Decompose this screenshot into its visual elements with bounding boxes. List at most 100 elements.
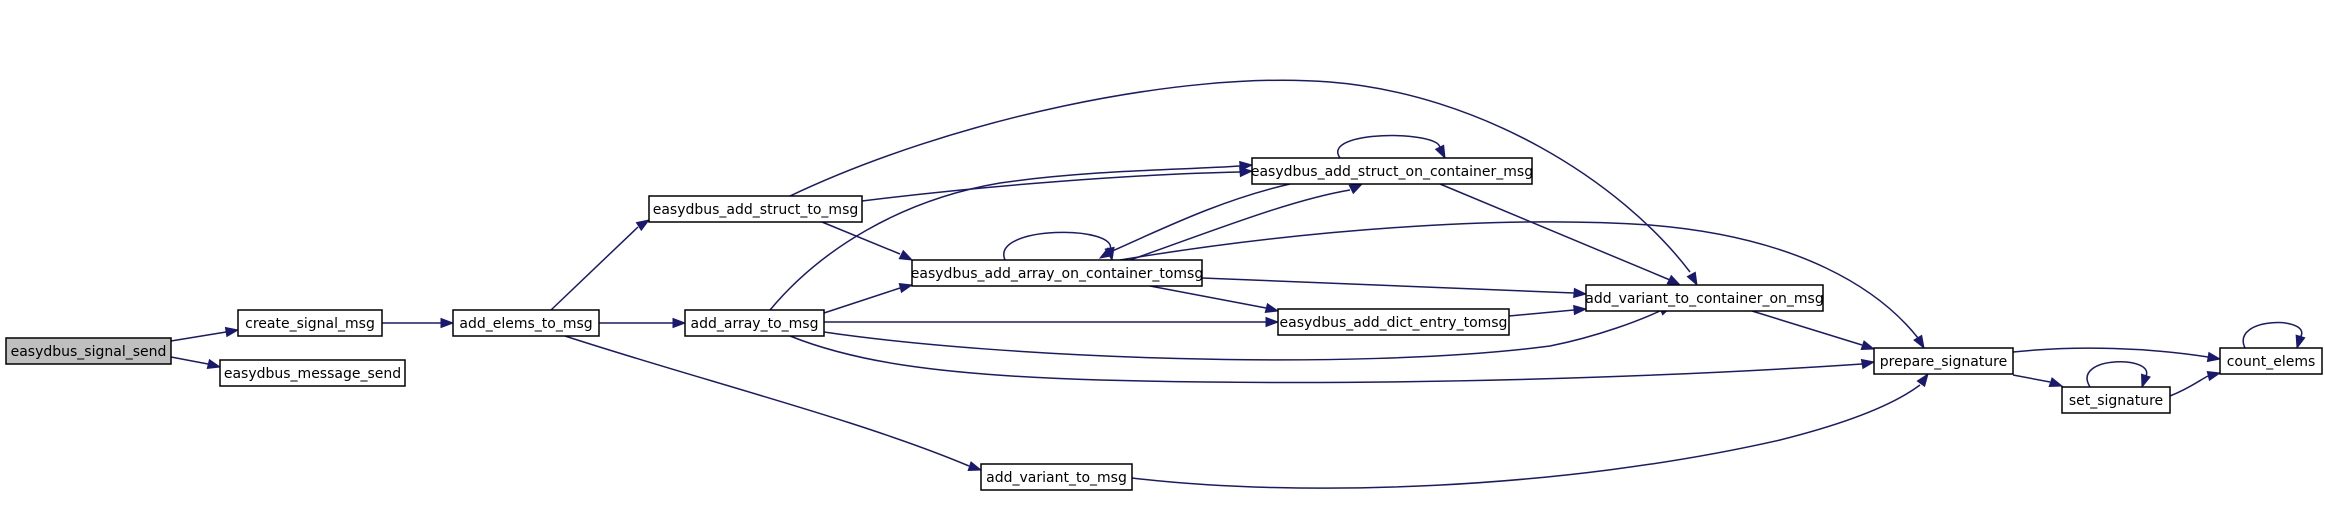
edge-add_struct_on_container_msg-to-add_struct_on_container_msg — [1337, 134, 1446, 160]
arrow-head — [672, 317, 687, 329]
node-box — [1585, 284, 1824, 312]
edge-add_array_to_msg-to-add_dict_entry_tomsg — [824, 316, 1280, 328]
node-box — [2219, 347, 2323, 375]
arrow-head — [1264, 302, 1280, 314]
edge-add_array_to_msg-to-add_struct_on_container_msg — [769, 160, 1254, 311]
node-label: set_signature — [2069, 393, 2163, 409]
node-box — [5, 337, 172, 365]
node-label: easydbus_add_struct_on_container_msg — [1251, 164, 1533, 180]
edge-add_elems_to_msg-to-add_struct_to_msg — [550, 219, 651, 311]
arrow-head — [224, 326, 240, 338]
arrow-head — [1860, 358, 1876, 370]
node-add-array-to-msg[interactable]: add_array_to_msg — [684, 309, 825, 337]
edge-add_elems_to_msg-to-add_variant_to_msg — [564, 335, 983, 472]
node-box — [1873, 347, 2014, 375]
node-label: add_elems_to_msg — [459, 316, 592, 332]
edge-add_struct_on_container_msg-to-add_array_on_container_tomsg — [1098, 183, 1291, 259]
edge-signal_send-to-message_send — [170, 356, 222, 370]
node-add-struct-to-msg[interactable]: easydbus_add_struct_to_msg — [648, 195, 863, 223]
edge-add_array_to_msg-to-add_variant_to_container_on_msg — [823, 305, 1674, 361]
edge-add_array_on_container_tomsg-to-prepare_signature — [1119, 221, 1925, 350]
node-label: add_variant_to_msg — [986, 470, 1127, 486]
edge-add_array_on_container_tomsg-to-add_variant_to_container_on_msg — [1201, 277, 1588, 299]
edge-add_struct_to_msg-to-add_variant_to_container_on_msg — [789, 79, 1698, 287]
arrow-head — [1265, 316, 1280, 328]
edge-add_elems_to_msg-to-add_array_to_msg — [599, 317, 687, 329]
node-add-elems-to-msg[interactable]: add_elems_to_msg — [452, 309, 600, 337]
arrow-head — [1860, 340, 1876, 351]
node-box — [452, 309, 600, 337]
node-box — [237, 309, 383, 337]
node-count-elems[interactable]: count_elems — [2219, 347, 2323, 375]
edge-add_array_to_msg-to-prepare_signature — [789, 335, 1876, 384]
arrow-head — [1104, 246, 1115, 262]
arrow-head — [1573, 287, 1588, 299]
edge-add_array_on_container_tomsg-to-add_array_on_container_tomsg — [1003, 231, 1115, 262]
node-add-array-on-container-tomsg[interactable]: easydbus_add_array_on_container_tomsg — [911, 259, 1203, 287]
node-label: add_array_to_msg — [691, 316, 819, 332]
edge-create_signal_msg-to-add_elems_to_msg — [382, 317, 455, 329]
arrow-head — [635, 219, 651, 232]
edge-add_struct_to_msg-to-add_struct_on_container_msg — [861, 166, 1254, 202]
edge-add_array_to_msg-to-add_array_on_container_tomsg — [823, 282, 914, 314]
edge-prepare_signature-to-set_signature — [2012, 374, 2064, 388]
node-box — [684, 309, 825, 337]
node-label: easydbus_add_array_on_container_tomsg — [911, 266, 1203, 282]
node-label: prepare_signature — [1880, 354, 2007, 370]
arrow-head — [898, 282, 914, 294]
node-box — [2061, 386, 2171, 414]
node-box — [648, 195, 863, 223]
node-box — [219, 359, 406, 387]
edge-signal_send-to-create_signal_msg — [170, 326, 240, 342]
arrow-head — [1348, 183, 1364, 195]
node-label: count_elems — [2227, 354, 2316, 370]
edge-set_signature-to-set_signature — [2086, 360, 2151, 389]
arrow-head — [2295, 334, 2306, 350]
node-message-send[interactable]: easydbus_message_send — [219, 359, 406, 387]
node-box — [980, 463, 1133, 491]
arrow-head — [1573, 304, 1588, 316]
node-add-variant-to-msg[interactable]: add_variant_to_msg — [980, 463, 1133, 491]
edges-layer — [170, 79, 2306, 489]
arrow-head — [898, 249, 914, 261]
edge-add_array_on_container_tomsg-to-add_dict_entry_tomsg — [1149, 285, 1280, 314]
arrow-head — [206, 358, 222, 370]
edge-add_variant_to_container_on_msg-to-prepare_signature — [1751, 310, 1876, 351]
node-add-struct-on-container-msg[interactable]: easydbus_add_struct_on_container_msg — [1251, 157, 1533, 185]
edge-add_struct_to_msg-to-add_array_on_container_tomsg — [821, 221, 914, 261]
arrow-head — [440, 317, 455, 329]
arrow-head — [1434, 144, 1446, 160]
node-box — [1277, 308, 1510, 336]
arrow-head — [1916, 372, 1929, 388]
node-box — [1251, 157, 1533, 185]
edge-count_elems-to-count_elems — [2242, 321, 2306, 350]
edge-prepare_signature-to-count_elems — [2012, 347, 2222, 363]
arrow-head — [1666, 274, 1682, 286]
node-label: easydbus_message_send — [224, 366, 401, 382]
node-signal-send[interactable]: easydbus_signal_send — [5, 337, 172, 365]
edge-add_variant_to_msg-to-prepare_signature — [1131, 372, 1929, 489]
node-label: easydbus_signal_send — [11, 344, 167, 360]
node-label: easydbus_add_struct_to_msg — [653, 202, 859, 218]
node-label: create_signal_msg — [245, 316, 375, 332]
arrow-head — [2140, 373, 2151, 389]
arrow-head — [2206, 370, 2222, 382]
node-label: easydbus_add_dict_entry_tomsg — [1280, 315, 1508, 331]
arrow-head — [967, 461, 983, 472]
arrow-head — [1239, 160, 1254, 172]
node-set-signature[interactable]: set_signature — [2061, 386, 2171, 414]
node-create-signal-msg[interactable]: create_signal_msg — [237, 309, 383, 337]
arrow-head — [2048, 377, 2064, 388]
arrow-head — [1686, 271, 1698, 287]
node-add-dict-entry-tomsg[interactable]: easydbus_add_dict_entry_tomsg — [1277, 308, 1510, 336]
nodes-layer: easydbus_signal_sendcreate_signal_msgeas… — [5, 157, 2323, 491]
edge-set_signature-to-count_elems — [2169, 370, 2222, 397]
edge-add_struct_on_container_msg-to-add_variant_to_container_on_msg — [1439, 183, 1682, 286]
node-add-variant-to-container-on-msg[interactable]: add_variant_to_container_on_msg — [1585, 284, 1824, 312]
arrow-head — [2206, 351, 2222, 363]
node-label: add_variant_to_container_on_msg — [1585, 291, 1823, 307]
node-prepare-signature[interactable]: prepare_signature — [1873, 347, 2014, 375]
node-box — [911, 259, 1203, 287]
edge-add_dict_entry_tomsg-to-add_variant_to_container_on_msg — [1508, 304, 1588, 317]
